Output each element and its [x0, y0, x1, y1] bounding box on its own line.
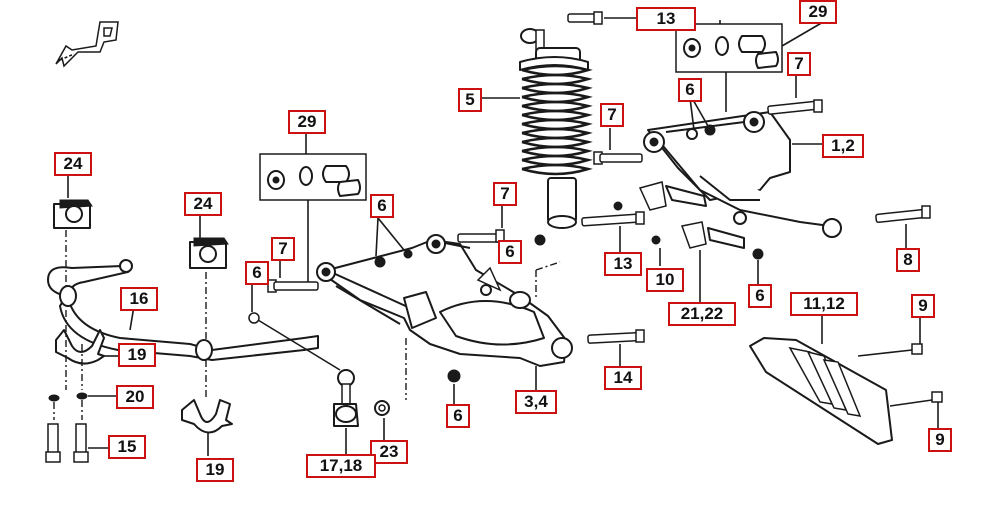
callout-8-pivot-bolt: 8: [896, 248, 920, 272]
spring-coil: [521, 163, 593, 176]
spring-coil: [521, 73, 593, 86]
front-direction-arrow-icon: [55, 21, 119, 68]
callout-16-stabilizer-bar: 16: [120, 287, 158, 311]
callout-6-lower-nut: 6: [446, 404, 470, 428]
spring-coil: [521, 82, 593, 95]
callout-6-upper-arm-nut: 6: [678, 78, 702, 102]
callout-10-bracket-nut: 10: [646, 268, 684, 292]
spring-coil: [521, 109, 593, 122]
callout-11-12-skid-plate: 11,12: [790, 292, 858, 316]
callout-6-lower-arm-nuts: 6: [370, 194, 394, 218]
bushing-kit-box-right: [675, 17, 831, 112]
callout-13-shock-upper-bolt: 13: [636, 7, 696, 31]
callout-23-link-washer: 23: [370, 440, 408, 464]
callout-7-upper-arm-front-bolt: 7: [600, 103, 624, 127]
callout-24-bushing-right: 24: [184, 192, 222, 216]
clamp-hardware: [45, 392, 116, 463]
stabilizer-bushing-right: [189, 214, 229, 340]
callout-29-bushing-kit-right: 29: [799, 0, 837, 24]
lower-a-arm: [316, 234, 573, 396]
stabilizer-clamp-left: [55, 310, 118, 390]
upper-a-arm: [643, 97, 842, 238]
callout-19-clamp-right: 19: [196, 458, 234, 482]
spring-coil: [521, 91, 593, 104]
brake-line-brackets: [613, 181, 745, 302]
callout-20-washer: 20: [116, 385, 154, 409]
spring-coil: [521, 154, 593, 167]
stabilizer-link: [248, 284, 407, 456]
stabilizer-bar: [47, 259, 319, 361]
spring-coil: [521, 136, 593, 149]
spring-coil: [521, 127, 593, 140]
callout-6-left-nut: 6: [245, 261, 269, 285]
bushing-kit-box-left: [259, 130, 367, 286]
callout-14-lower-pivot-bolt: 14: [604, 366, 642, 390]
callout-17-18-stabilizer-link: 17,18: [306, 454, 376, 478]
rear-shock-absorber: [478, 28, 593, 229]
callout-9-lower-skid-bolt: 9: [928, 428, 952, 452]
lower-arm-pivot-bolt: [587, 329, 645, 366]
lower-arm-front-bolt: [267, 256, 319, 293]
stabilizer-clamp-right: [181, 360, 233, 456]
callout-13-shock-lower-bolt: 13: [604, 252, 642, 276]
callout-7-lower-arm-bolt: 7: [493, 182, 517, 206]
skid-plate-guard: [749, 316, 893, 445]
lower-right-nut: [752, 248, 764, 284]
callout-7-upper-arm-rear-bolt: 7: [787, 52, 811, 76]
shock-lower-bolt: [581, 211, 645, 254]
spring-coil: [521, 64, 593, 77]
upper-arm-pivot-bolt: [875, 205, 931, 250]
shock-upper-bolt: [567, 11, 636, 25]
callout-6-shock-nut: 6: [498, 240, 522, 264]
upper-arm-front-bolt: [593, 128, 643, 165]
upper-arm-rear-bolt: [767, 74, 823, 115]
callout-29-bushing-kit-left: 29: [288, 110, 326, 134]
spring-coil: [521, 145, 593, 158]
callout-7-lower-arm-front-bolt: 7: [271, 237, 295, 261]
callout-15-clamp-bolt: 15: [108, 435, 146, 459]
callout-1-2-upper-a-arm: 1,2: [822, 134, 864, 158]
lower-arm-hardware: [374, 204, 561, 404]
callout-24-bushing-left: 24: [54, 152, 92, 176]
callout-9-upper-skid-bolt: 9: [911, 294, 935, 318]
callout-3-4-lower-a-arm: 3,4: [515, 390, 557, 414]
callout-21-22-brackets: 21,22: [668, 302, 736, 326]
callout-5-shock-absorber: 5: [458, 88, 482, 112]
spring-coil: [521, 100, 593, 113]
stabilizer-bushing-left: [53, 176, 93, 290]
spring-coil: [521, 118, 593, 131]
callout-6-right-nut: 6: [748, 284, 772, 308]
callout-19-clamp-left: 19: [118, 343, 156, 367]
skid-plate-bolts: [857, 318, 943, 428]
